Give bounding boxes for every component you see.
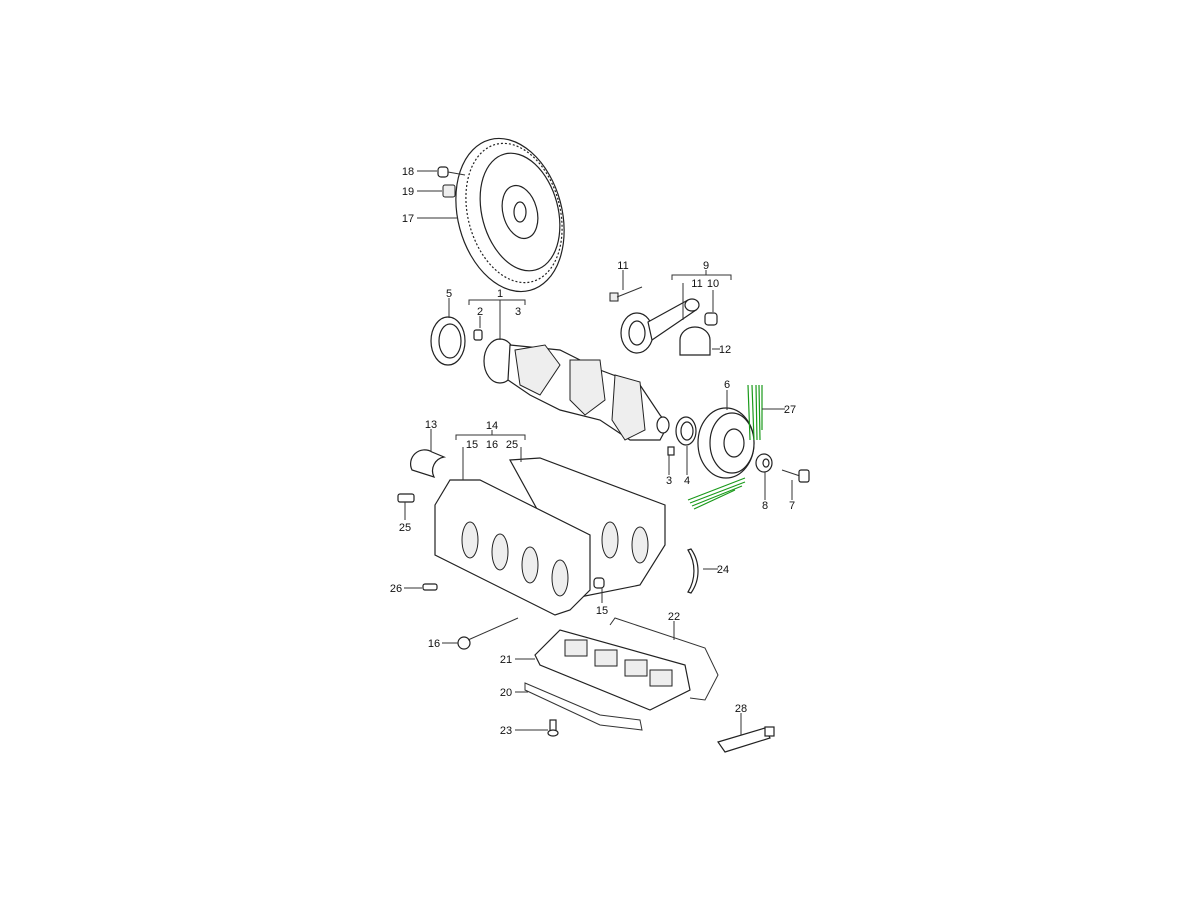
washer-8[interactable] <box>755 453 773 473</box>
thrust-washer-24[interactable] <box>687 548 699 594</box>
callout-16: 16 <box>428 638 440 650</box>
callout-25: 25 <box>399 522 411 534</box>
callout-17: 17 <box>402 213 414 225</box>
oil-baffle-21[interactable] <box>534 629 691 711</box>
callout-18: 18 <box>402 166 414 178</box>
callout-3: 3 <box>666 475 672 487</box>
callout-3: 3 <box>515 306 521 318</box>
callout-labels: 18 19 17 11 9 11 10 5 1 2 3 12 6 27 13 1… <box>390 166 796 737</box>
bearing-12[interactable] <box>679 326 711 356</box>
callout-21: 21 <box>500 654 512 666</box>
callout-2: 2 <box>477 306 483 318</box>
callout-8: 8 <box>762 500 768 512</box>
bolt-7[interactable] <box>781 469 810 483</box>
gasket-20[interactable] <box>524 682 643 731</box>
callout-11: 11 <box>617 260 628 272</box>
callout-23: 23 <box>500 725 512 737</box>
pin-2[interactable] <box>473 329 483 341</box>
nut-19[interactable] <box>442 184 456 198</box>
seal-4[interactable] <box>675 416 697 446</box>
crankcase[interactable] <box>434 457 666 616</box>
bolt-18[interactable] <box>437 166 466 178</box>
bearing-shell-13[interactable] <box>409 449 447 479</box>
bolt-11[interactable] <box>609 286 643 302</box>
bushing-10[interactable] <box>704 312 718 326</box>
callout-28: 28 <box>735 703 747 715</box>
callout-26: 26 <box>390 583 402 595</box>
callout-5: 5 <box>446 288 452 300</box>
flywheel[interactable] <box>440 126 581 304</box>
connecting-rod[interactable] <box>620 298 700 354</box>
callout-14: 14 <box>486 420 498 432</box>
dowel-26[interactable] <box>422 583 438 591</box>
callout-4: 4 <box>684 475 690 487</box>
callout-27: 27 <box>784 404 796 416</box>
callout-19: 19 <box>402 186 414 198</box>
callout-15: 15 <box>596 605 608 617</box>
callout-11: 11 <box>691 278 702 290</box>
callout-7: 7 <box>789 500 795 512</box>
bolt-23[interactable] <box>547 719 559 737</box>
crankshaft[interactable] <box>483 338 670 441</box>
leader-lines <box>404 170 793 735</box>
bushing-15[interactable] <box>593 577 605 589</box>
key-3[interactable] <box>667 446 675 456</box>
gasket-22[interactable] <box>609 617 719 701</box>
callout-20: 20 <box>500 687 512 699</box>
callout-25: 25 <box>506 439 518 451</box>
callout-10: 10 <box>707 278 719 290</box>
callout-9: 9 <box>703 260 709 272</box>
callout-22: 22 <box>668 611 680 623</box>
callout-12: 12 <box>719 344 731 356</box>
callout-24: 24 <box>717 564 729 576</box>
bolt-16[interactable] <box>457 617 519 650</box>
callout-16: 16 <box>486 439 498 451</box>
callout-15: 15 <box>466 439 478 451</box>
sealant-tube-28[interactable] <box>717 726 775 753</box>
belt-highlight-27 <box>687 384 763 510</box>
stud-25[interactable] <box>397 493 415 503</box>
seal-5[interactable] <box>430 316 466 366</box>
callout-6: 6 <box>724 379 730 391</box>
callout-13: 13 <box>425 419 437 431</box>
callout-1: 1 <box>497 288 503 300</box>
pulley[interactable] <box>697 407 755 479</box>
